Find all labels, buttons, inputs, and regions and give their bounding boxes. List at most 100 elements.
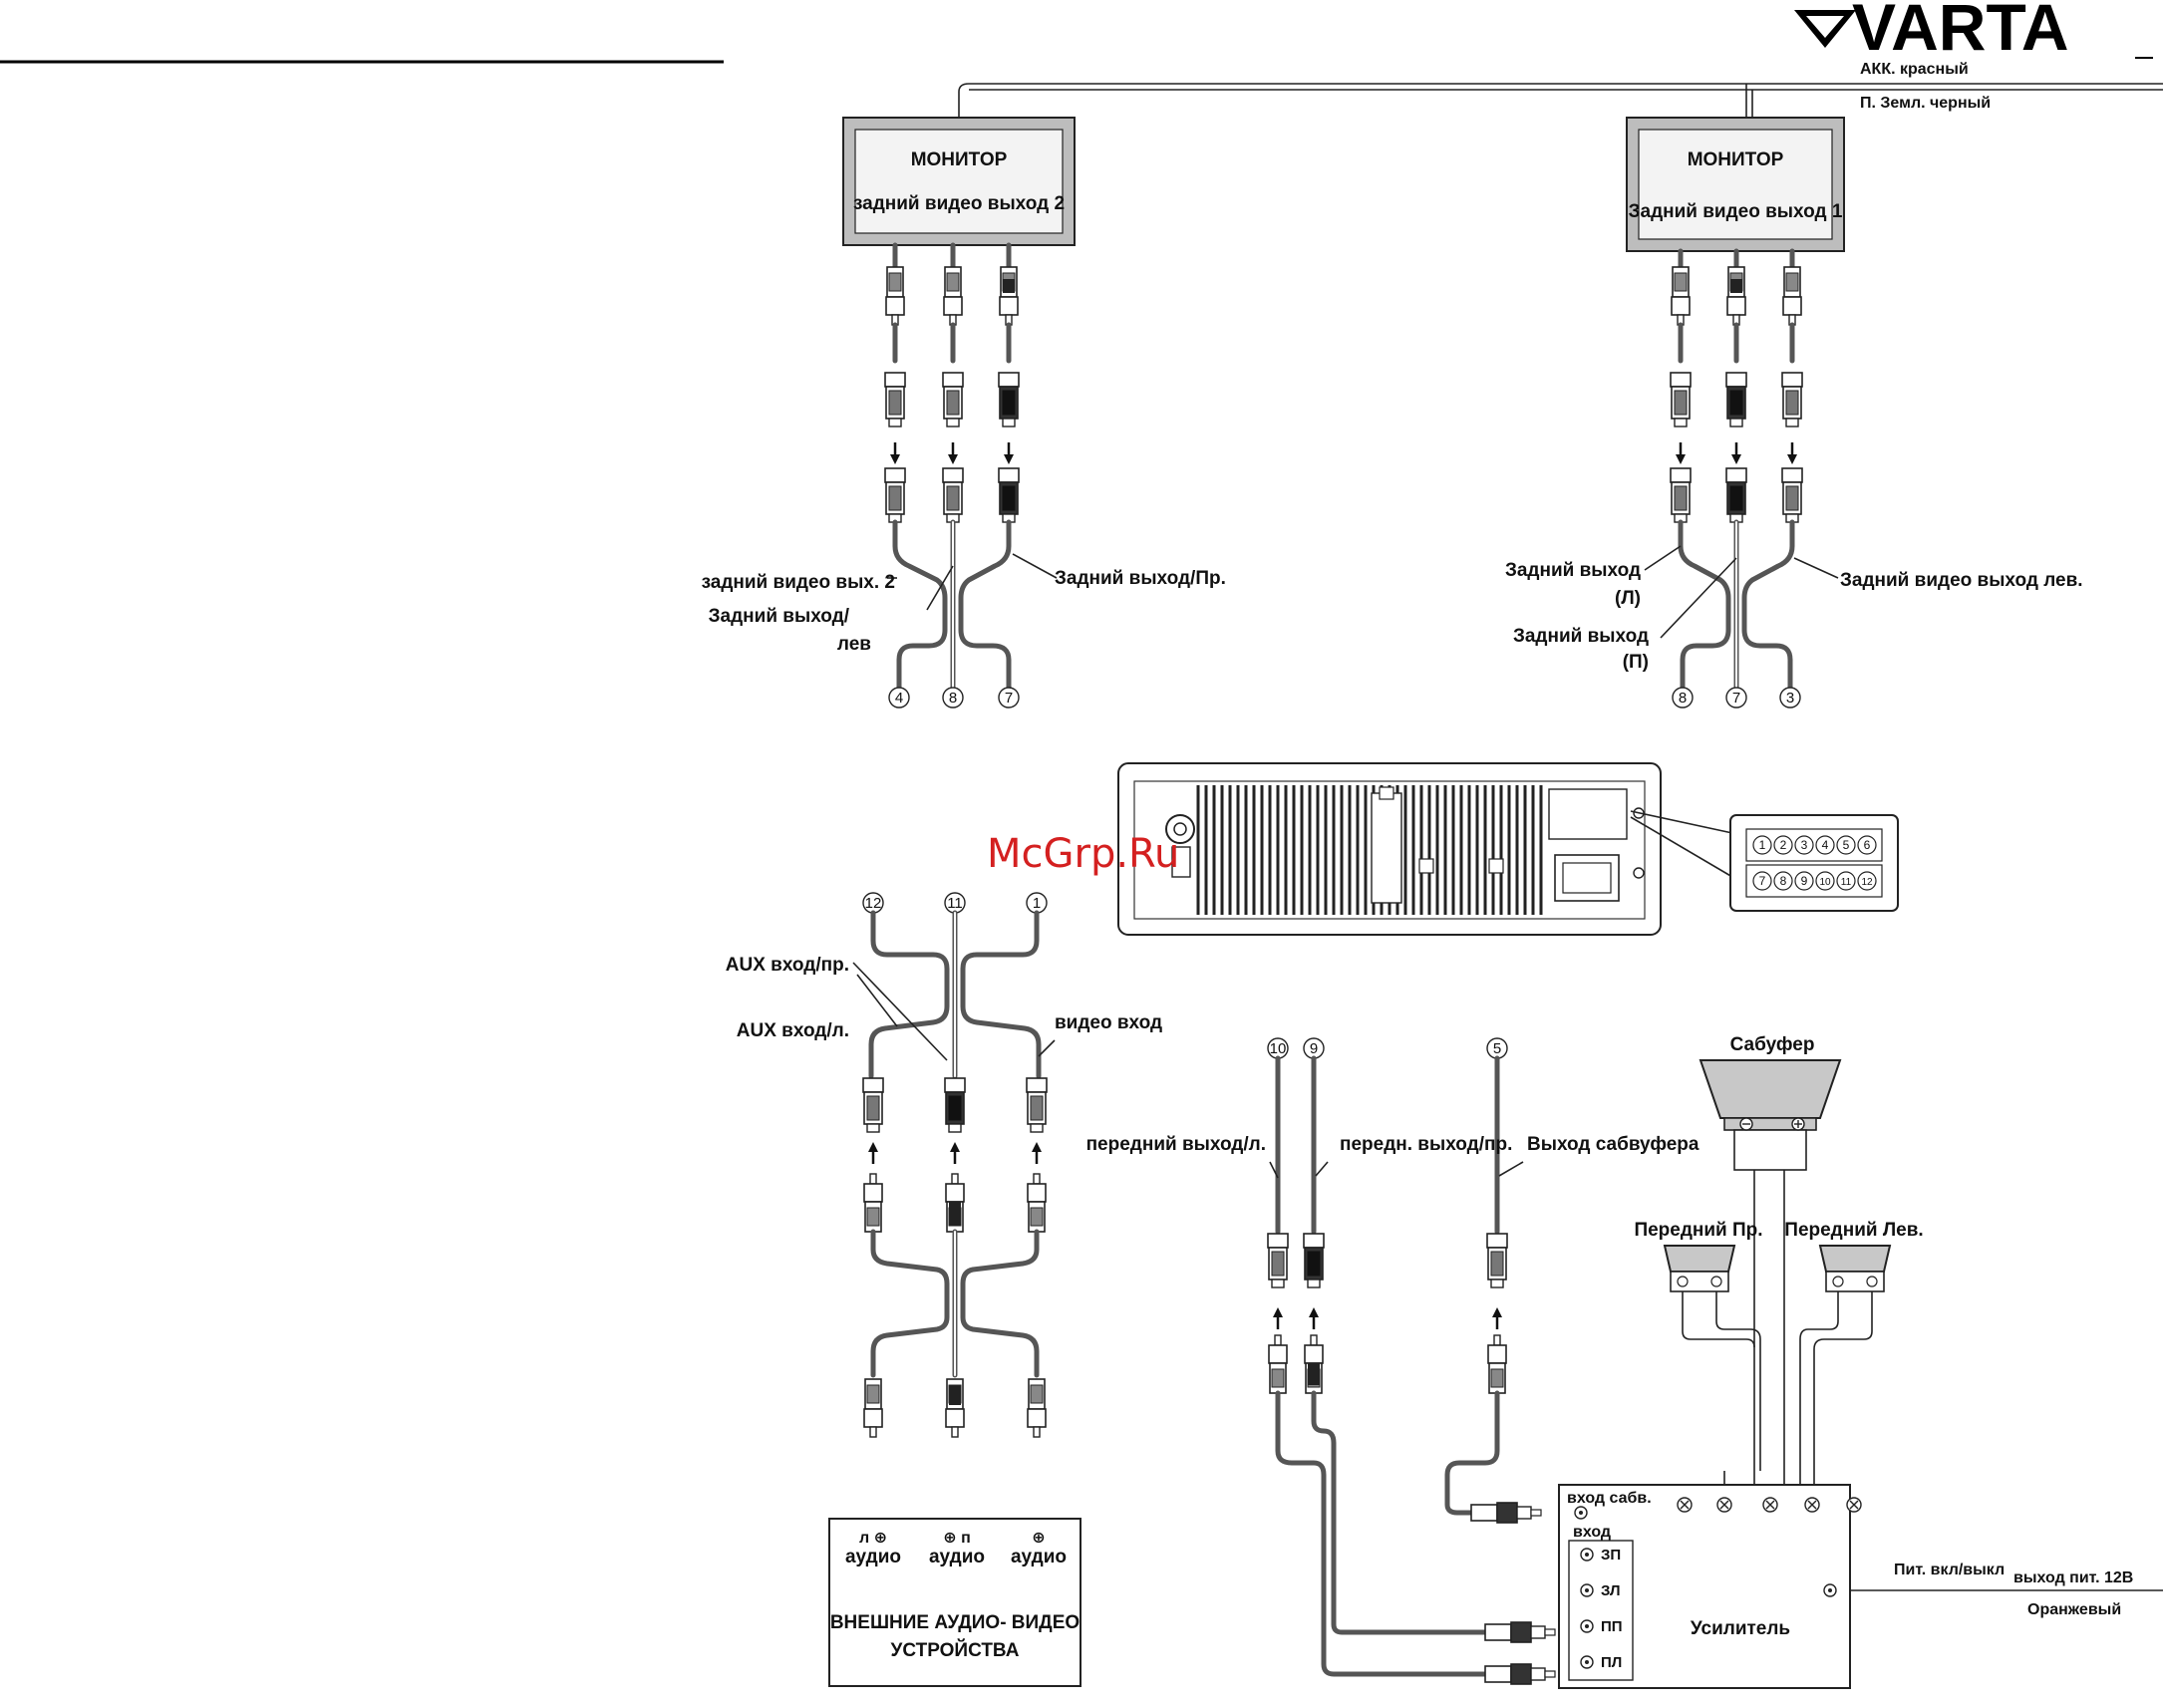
ext-audio-word-r: аудио bbox=[929, 1547, 985, 1567]
connector-pin bbox=[1836, 835, 1856, 855]
amp-power-out: выход пит. 12В bbox=[2013, 1569, 2133, 1586]
connector-pin bbox=[1773, 871, 1793, 891]
label-rear-l-a: Задний выход bbox=[1505, 560, 1641, 581]
pin-7b: 7 bbox=[1732, 690, 1740, 707]
external-av-device: л ⊕ ⊕ п ⊕ аудио аудио аудио ВНЕШНИЕ АУДИ… bbox=[828, 1518, 1082, 1687]
label-sub-out: Выход сабвуфера bbox=[1527, 1134, 1700, 1155]
ext-title-a: ВНЕШНИЕ АУДИО- ВИДЕО bbox=[830, 1612, 1080, 1633]
acc-label: АКК. красный bbox=[1860, 61, 1969, 78]
amp-power-on: Пит. вкл/выкл bbox=[1894, 1562, 2005, 1578]
connector-pin bbox=[1815, 835, 1835, 855]
amp-power-color: Оранжевый bbox=[2027, 1601, 2121, 1618]
ext-video: ⊕ bbox=[1032, 1530, 1045, 1547]
connector-pin bbox=[1773, 835, 1793, 855]
connector-pin bbox=[1794, 871, 1814, 891]
monitor-2: МОНИТОР задний видео выход 2 bbox=[842, 117, 1076, 246]
connector-pin-number: 7 bbox=[1759, 874, 1766, 888]
connector-pin-number: 10 bbox=[1819, 877, 1831, 888]
ext-audio-l: л ⊕ bbox=[859, 1530, 887, 1547]
connector-pin-number: 4 bbox=[1822, 838, 1829, 852]
amp-input-label: ЗП bbox=[1601, 1547, 1621, 1564]
label-rear-l-b: (Л) bbox=[1615, 588, 1641, 609]
sub-label: Сабуфер bbox=[1730, 1034, 1815, 1055]
label-rear-left-b: лев bbox=[837, 634, 871, 655]
varta-logo: VARTA bbox=[1794, 0, 2069, 64]
amp-speaker-terminal bbox=[1762, 1497, 1778, 1513]
connector-pin-number: 3 bbox=[1801, 838, 1808, 852]
connector-pin-number: 11 bbox=[1841, 877, 1852, 888]
connector-pin-number: 9 bbox=[1801, 874, 1808, 888]
monitor-2-title: МОНИТОР bbox=[911, 149, 1008, 170]
connector-pin-number: 1 bbox=[1759, 838, 1766, 852]
label-front-right: передн. выход/пр. bbox=[1340, 1134, 1512, 1155]
pin-8: 8 bbox=[949, 690, 957, 707]
ext-title-b: УСТРОЙСТВА bbox=[891, 1639, 1020, 1661]
label-aux-right: AUX вход/пр. bbox=[726, 955, 849, 976]
connector-pin bbox=[1857, 835, 1877, 855]
front-left-speaker: Передний Лев. bbox=[1784, 1220, 1924, 1471]
front-left-label: Передний Лев. bbox=[1784, 1220, 1923, 1241]
ext-audio-word-v: аудио bbox=[1011, 1547, 1067, 1567]
label-rear-left-a: Задний выход/ bbox=[709, 606, 850, 627]
amp-input-label: ПП bbox=[1601, 1618, 1623, 1635]
connector-pin bbox=[1815, 871, 1835, 891]
label-video-in: видео вход bbox=[1055, 1012, 1162, 1033]
pin-5: 5 bbox=[1493, 1040, 1501, 1057]
rear-cable-group-left: 4 8 7 bbox=[884, 242, 1058, 709]
connector-pin-number: 6 bbox=[1864, 838, 1871, 852]
connector-pin-number: 2 bbox=[1780, 838, 1787, 852]
connector-pin bbox=[1857, 871, 1877, 891]
amp-speaker-terminal bbox=[1716, 1497, 1732, 1513]
pin-4: 4 bbox=[895, 690, 903, 707]
monitor-1: МОНИТОР Задний видео выход 1 bbox=[1626, 117, 1845, 252]
monitor-1-title: МОНИТОР bbox=[1688, 149, 1784, 170]
rear-cable-group-right: 8 7 3 bbox=[1644, 248, 1839, 709]
label-rear-video-left: Задний видео выход лев. bbox=[1840, 570, 2083, 591]
subwoofer-speaker: Сабуфер bbox=[1699, 1034, 1842, 1471]
front-right-label: Передний Пр. bbox=[1634, 1220, 1762, 1241]
pin-3: 3 bbox=[1786, 690, 1794, 707]
logo-text: VARTA bbox=[1852, 0, 2069, 64]
connector-pin bbox=[1752, 871, 1772, 891]
pin-12: 12 bbox=[865, 895, 882, 912]
pin-8b: 8 bbox=[1679, 690, 1687, 707]
amplifier: вход сабв. вход ЗП ЗЛ ПП ПЛ Усилитель bbox=[1558, 1484, 1862, 1689]
pin-10: 10 bbox=[1270, 1040, 1287, 1057]
monitor-2-subtitle: задний видео выход 2 bbox=[853, 193, 1065, 214]
amp-in: вход bbox=[1573, 1524, 1611, 1541]
label-rear-right: Задний выход/Пр. bbox=[1055, 568, 1226, 589]
monitor-1-subtitle: Задний видео выход 1 bbox=[1629, 201, 1843, 222]
front-right-speaker: Передний Пр. bbox=[1634, 1220, 1763, 1471]
label-aux-left: AUX вход/л. bbox=[737, 1020, 849, 1041]
connector-pin bbox=[1752, 835, 1772, 855]
pin-7: 7 bbox=[1005, 690, 1013, 707]
connector-pin bbox=[1794, 835, 1814, 855]
amp-sub-in: вход сабв. bbox=[1567, 1490, 1652, 1507]
connector-pin-number: 8 bbox=[1780, 874, 1787, 888]
front-cable-group: 10 9 5 bbox=[1267, 1037, 1556, 1685]
acc-wire bbox=[958, 83, 2163, 118]
label-rear-p-a: Задний выход bbox=[1513, 626, 1649, 647]
connector-pin-number: 5 bbox=[1843, 838, 1850, 852]
amp-input-label: ЗЛ bbox=[1601, 1582, 1621, 1599]
ext-audio-word-l: аудио bbox=[845, 1547, 901, 1567]
pin-1: 1 bbox=[1033, 895, 1041, 912]
pin-11: 11 bbox=[947, 895, 963, 912]
amp-input-label: ПЛ bbox=[1601, 1654, 1622, 1671]
ground-label: П. Земл. черный bbox=[1860, 95, 1991, 112]
connector-pin bbox=[1836, 871, 1856, 891]
pin-9: 9 bbox=[1310, 1040, 1318, 1057]
amp-speaker-terminal bbox=[1804, 1497, 1820, 1513]
connector-pin-number: 12 bbox=[1861, 877, 1873, 888]
label-rear-video-2: задний видео вых. 2 bbox=[702, 572, 895, 593]
label-front-left: передний выход/л. bbox=[1086, 1134, 1266, 1155]
ext-audio-r: ⊕ п bbox=[943, 1530, 971, 1547]
amp-speaker-terminal bbox=[1846, 1497, 1862, 1513]
watermark: McGrp.Ru bbox=[987, 831, 1179, 877]
label-rear-p-b: (П) bbox=[1623, 652, 1649, 673]
amp-speaker-terminal bbox=[1677, 1497, 1693, 1513]
amp-title: Усилитель bbox=[1691, 1618, 1790, 1639]
